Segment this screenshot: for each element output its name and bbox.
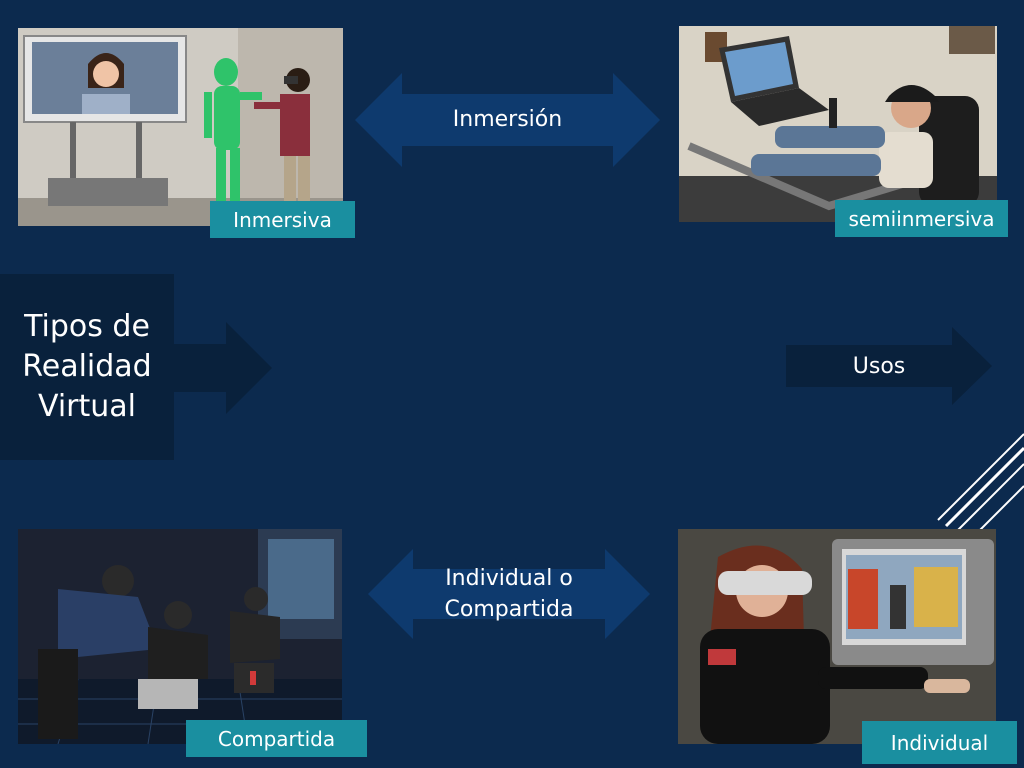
label-compartida: Compartida <box>186 720 367 757</box>
double-arrow-individual-compartida <box>368 549 650 639</box>
arrow-label-line2: Compartida <box>444 597 574 622</box>
arrow-usos <box>786 327 992 405</box>
double-arrow-inmersion <box>355 73 660 167</box>
arrow-label-usos: Usos <box>852 354 906 379</box>
arrow-label-individual-compartida: Individual o Compartida <box>368 563 650 625</box>
arrow-label-inmersion: Inmersión <box>452 107 563 132</box>
label-inmersiva: Inmersiva <box>210 201 355 238</box>
photo-semiinmersiva <box>679 26 997 222</box>
title-line-1: Tipos de <box>24 309 150 344</box>
title-line-3: Virtual <box>37 389 137 424</box>
photo-compartida <box>18 529 342 744</box>
decorative-corner-lines <box>937 433 1024 540</box>
label-semiinmersiva: semiinmersiva <box>835 200 1008 237</box>
photo-inmersiva <box>18 28 343 226</box>
title-box: Tipos de Realidad Virtual <box>0 274 174 460</box>
photo-individual <box>678 529 996 744</box>
title-arrow <box>174 322 272 414</box>
title-line-2: Realidad <box>22 349 152 384</box>
label-individual: Individual <box>862 721 1017 764</box>
arrow-label-line1: Individual o <box>445 566 573 591</box>
